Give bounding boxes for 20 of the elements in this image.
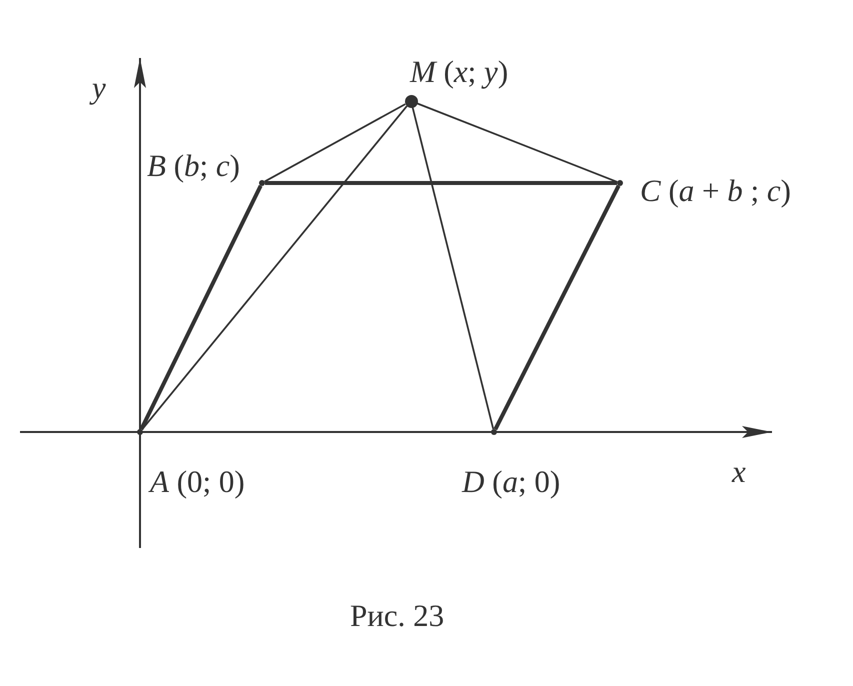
point-label: M (x; y) xyxy=(410,56,508,87)
vertex-point xyxy=(137,429,143,435)
point-dot xyxy=(404,94,418,108)
vertex-point xyxy=(491,429,497,435)
vertex-point xyxy=(259,180,265,186)
point-label: D (a; 0) xyxy=(462,466,560,497)
line-segment xyxy=(141,105,408,430)
point-label: B (b; c) xyxy=(147,150,240,181)
line-segment xyxy=(264,103,406,182)
vertex-point xyxy=(617,180,623,186)
line-segment xyxy=(140,184,262,430)
line-segment xyxy=(412,107,494,430)
point-label: A (0; 0) xyxy=(150,466,245,497)
line-segment xyxy=(416,102,618,183)
figure-caption: Рис. 23 xyxy=(350,600,444,631)
axis-label: x xyxy=(732,456,746,487)
line-segment xyxy=(265,181,617,185)
point-label: C (a + b ; c) xyxy=(640,175,791,206)
axis-label: y xyxy=(92,72,106,103)
line-segment xyxy=(494,184,620,430)
